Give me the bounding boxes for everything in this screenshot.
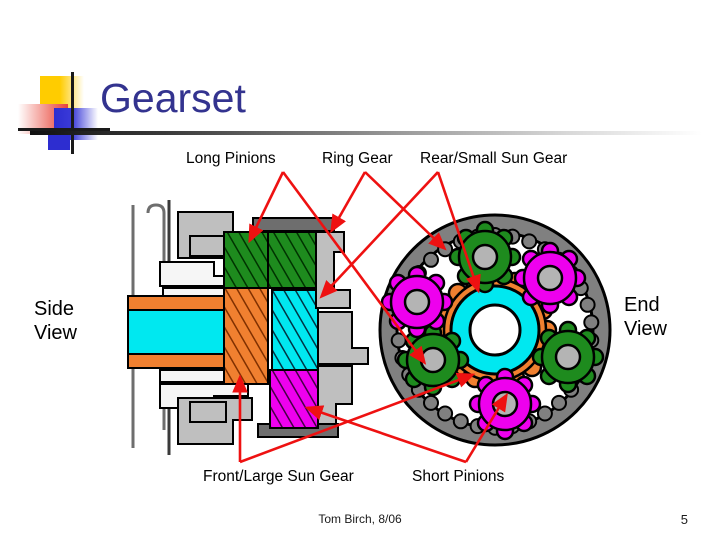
arrow-ring-gear-side xyxy=(330,171,367,234)
logo-horizontal-rule xyxy=(18,128,110,131)
arrow-short-pinions-side xyxy=(304,405,467,464)
footer-page-number: 5 xyxy=(680,512,688,527)
planet-green-top xyxy=(448,220,522,294)
side-orange-long-pinion xyxy=(223,287,269,385)
planet-green-lower-left xyxy=(396,323,470,397)
powerpoint-logo-mark xyxy=(18,72,110,154)
logo-vertical-rule xyxy=(71,72,74,154)
callout-arrows xyxy=(232,171,508,464)
center-orange-teeth xyxy=(432,267,558,393)
side-view-label: Side View xyxy=(34,298,77,345)
title-divider xyxy=(30,131,702,135)
side-green-block-left xyxy=(223,231,269,289)
ring-gear-internal-teeth xyxy=(390,227,600,436)
side-cyan-block xyxy=(271,289,319,371)
planet-green-right xyxy=(531,320,605,394)
arrow-ring-gear-end xyxy=(364,171,447,251)
side-view-cross-section xyxy=(127,200,369,455)
side-view-label-line1: Side xyxy=(34,298,75,320)
footer-credit: Tom Birch, 8/06 xyxy=(318,512,402,526)
arrow-long-pinions-side xyxy=(248,171,285,244)
end-view-label: End View xyxy=(624,294,667,341)
page-title: Gearset xyxy=(100,75,246,121)
arrow-long-pinions-end xyxy=(281,171,427,365)
arrow-front-sun-end xyxy=(239,372,476,464)
side-green-block-right xyxy=(267,231,317,289)
arrow-rear-sun-end xyxy=(436,171,481,294)
center-sun-gear xyxy=(432,267,558,393)
label-ring-gear: Ring Gear xyxy=(322,150,393,167)
side-view-label-line2: View xyxy=(34,321,77,344)
arrow-rear-sun-side xyxy=(319,171,439,299)
label-long-pinions: Long Pinions xyxy=(186,150,276,167)
planet-magenta-bottom xyxy=(468,367,542,441)
side-magenta-block xyxy=(269,369,319,429)
end-view-label-line1: End xyxy=(624,294,660,316)
planet-magenta-upper-right xyxy=(513,241,587,315)
arrow-short-pinions-end xyxy=(464,392,508,463)
end-view-label-line2: View xyxy=(624,317,667,340)
label-short-pinions: Short Pinions xyxy=(412,468,505,485)
planet-magenta-left xyxy=(380,265,454,339)
end-view-gear-assembly xyxy=(378,213,612,447)
label-rear-small-sun-gear: Rear/Small Sun Gear xyxy=(420,150,568,167)
logo-blue-small-square xyxy=(48,134,70,150)
label-front-large-sun-gear: Front/Large Sun Gear xyxy=(203,468,354,485)
